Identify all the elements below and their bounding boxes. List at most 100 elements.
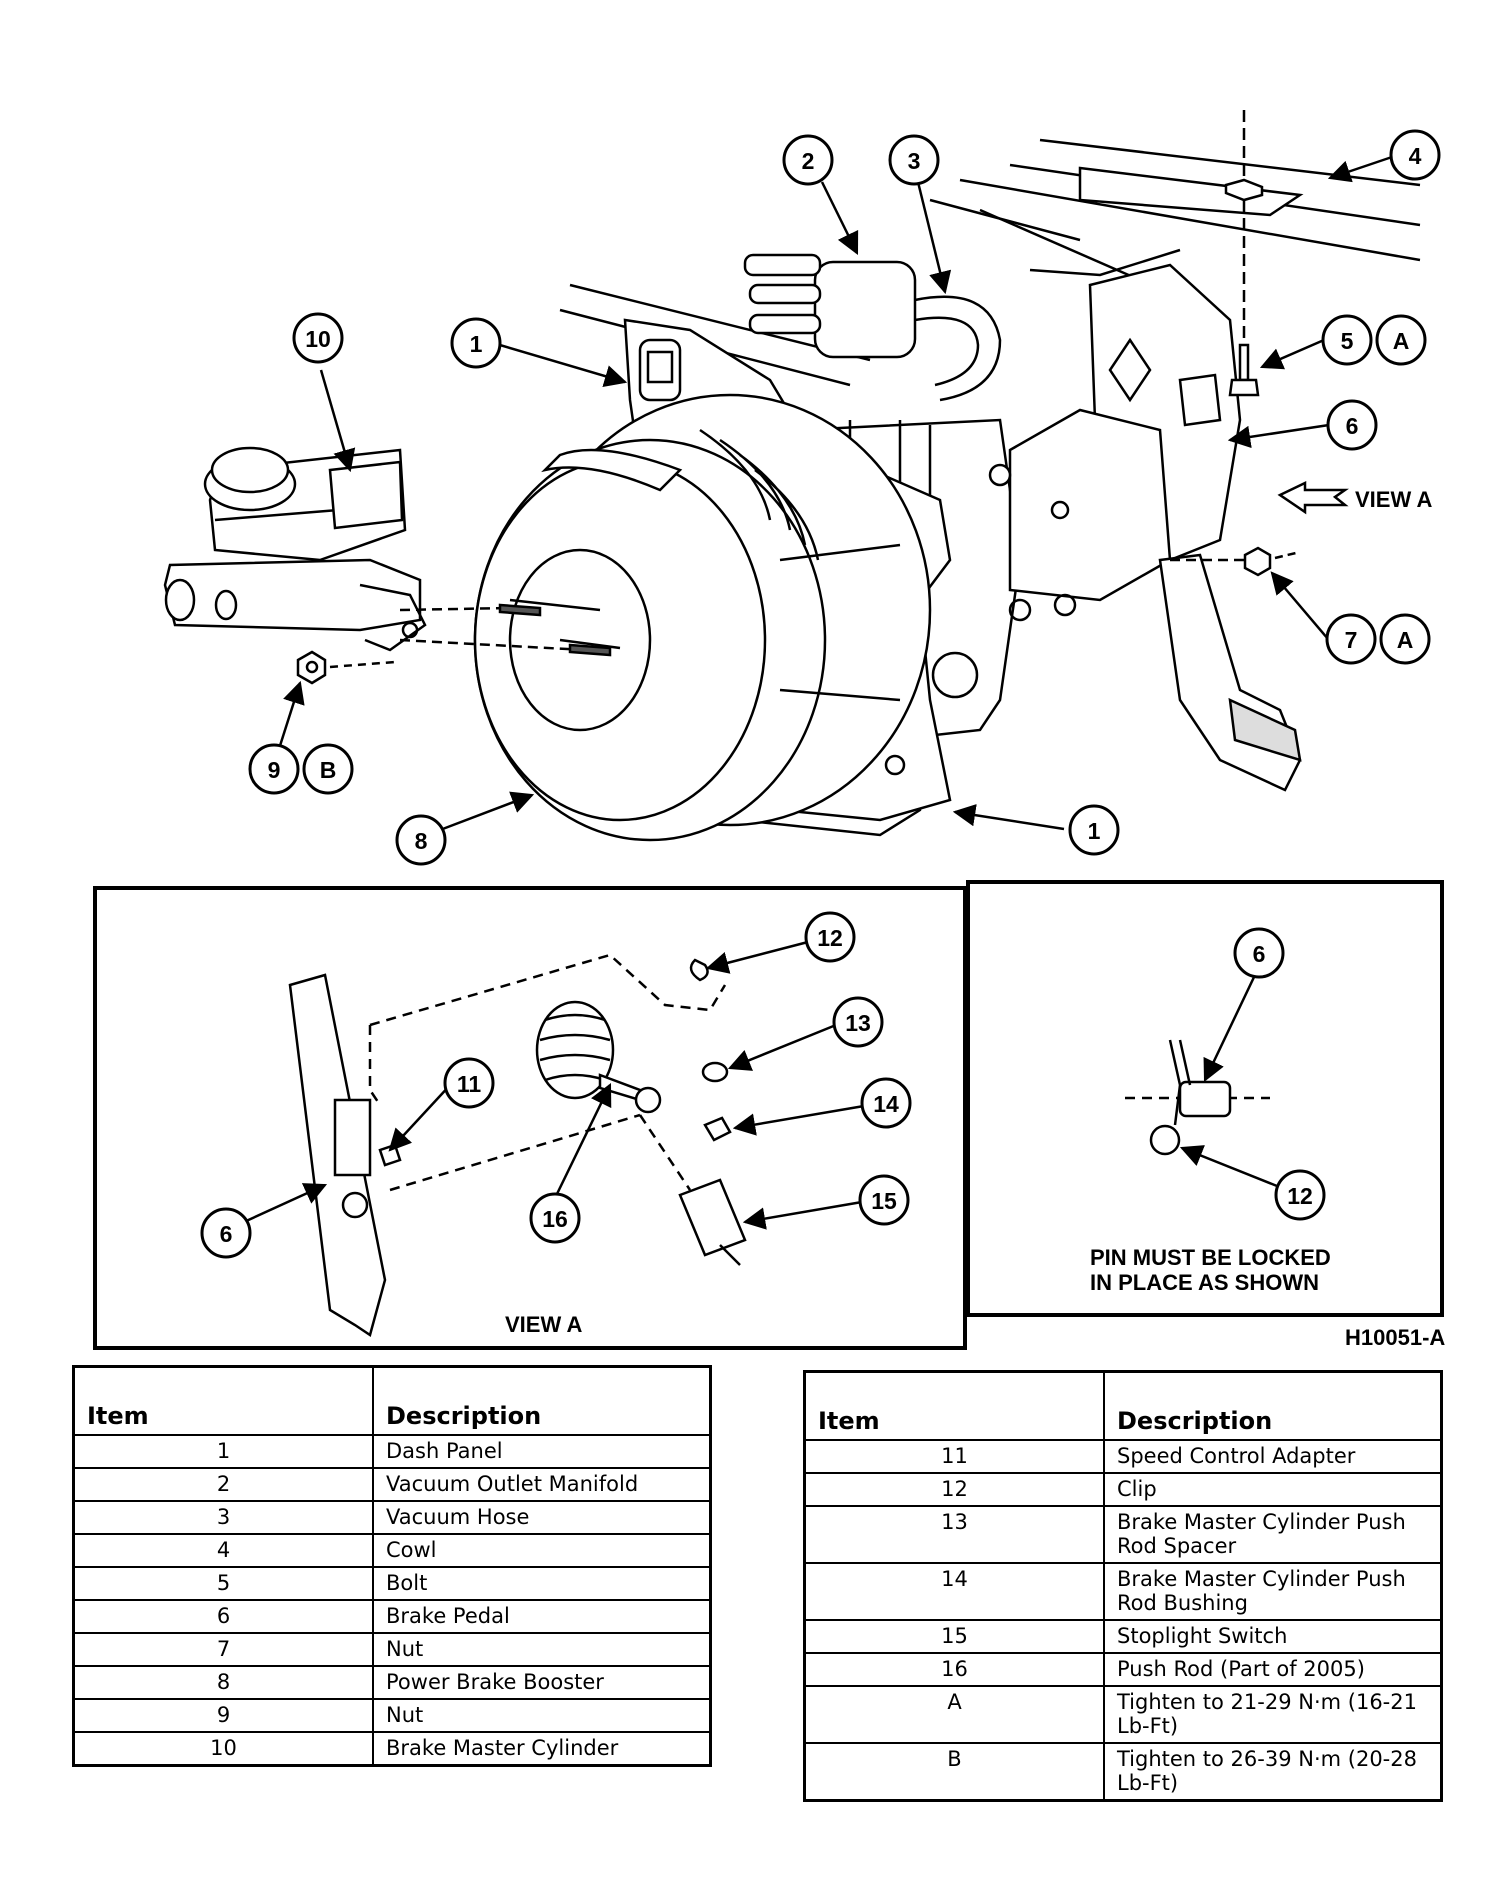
description-cell: Vacuum Outlet Manifold (373, 1467, 711, 1501)
callout-14: 14 (873, 1091, 899, 1117)
callout-6-view-a: 6 (220, 1221, 233, 1247)
item-cell: 15 (804, 1619, 1105, 1653)
item-cell: 13 (804, 1505, 1105, 1563)
view-a-drawing (288, 953, 747, 1338)
callout-16: 16 (542, 1206, 568, 1232)
callout-7-letter: A (1397, 627, 1414, 653)
description-cell: Nut (373, 1632, 711, 1666)
callout-6: 6 (1346, 413, 1359, 439)
brake-pedal-drawing (1158, 553, 1302, 792)
view-a-arrow-label: VIEW A (1355, 487, 1433, 512)
callout-9-letter: B (320, 757, 337, 783)
column-header-description: Description (1117, 1407, 1273, 1435)
view-a-arrow-shape (1277, 481, 1349, 515)
description-cell: Bolt (373, 1566, 711, 1600)
column-header-item: Item (73, 1366, 374, 1435)
pedal-bracket-drawing (988, 248, 1242, 622)
callout-8: 8 (415, 828, 428, 854)
item-cell: 7 (73, 1632, 374, 1666)
callout-5: 5 (1341, 328, 1354, 354)
table-header-row: Item Description (73, 1366, 711, 1435)
pin-note-line-2: IN PLACE AS SHOWN (1090, 1270, 1319, 1295)
column-header-item: Item (804, 1371, 1105, 1440)
item-cell: 9 (73, 1698, 374, 1732)
item-cell: 1 (73, 1434, 374, 1468)
callout-11: 11 (457, 1071, 482, 1097)
callout-6-pin: 6 (1253, 941, 1266, 967)
description-cell: Nut (373, 1698, 711, 1732)
power-brake-booster-drawing (473, 393, 932, 842)
pin-detail-callout-labels: 6 12 (1253, 941, 1313, 1209)
item-cell: 4 (73, 1533, 374, 1567)
callout-2: 2 (802, 148, 815, 174)
item-cell: 14 (804, 1562, 1105, 1620)
main-leader-lines (276, 155, 1393, 832)
callout-15: 15 (871, 1188, 897, 1214)
description-cell: Power Brake Booster (373, 1665, 711, 1699)
callout-9: 9 (268, 757, 281, 783)
description-cell: Brake Master Cylinder (373, 1731, 711, 1766)
view-a-title: VIEW A (505, 1312, 583, 1337)
view-a-callout-labels: 12 13 14 15 11 16 6 (220, 925, 899, 1247)
pin-note-line-1: PIN MUST BE LOCKED (1090, 1245, 1331, 1270)
callout-12-pin: 12 (1287, 1183, 1313, 1209)
description-cell: Dash Panel (373, 1434, 711, 1468)
nut-7-drawing (1170, 546, 1301, 577)
item-cell: A (804, 1685, 1105, 1743)
item-cell: 5 (73, 1566, 374, 1600)
description-cell: Cowl (373, 1533, 711, 1567)
vacuum-manifold-drawing (743, 253, 1002, 402)
item-cell: 6 (73, 1599, 374, 1633)
item-cell: B (804, 1742, 1105, 1801)
item-cell: 12 (804, 1472, 1105, 1506)
bolt-5-drawing (1224, 110, 1264, 397)
description-cell: Brake Master Cylinder Push Rod Spacer (1104, 1505, 1442, 1563)
main-assembly-drawing (163, 110, 1421, 842)
main-callout-circles (248, 129, 1441, 866)
nut-9-drawing (296, 650, 396, 685)
description-cell: Speed Control Adapter (1104, 1439, 1442, 1473)
item-cell: 8 (73, 1665, 374, 1699)
callout-1b: 1 (1088, 818, 1101, 844)
item-cell: 3 (73, 1500, 374, 1534)
item-cell: 16 (804, 1652, 1105, 1686)
pin-detail-panel (966, 880, 1444, 1317)
pin-detail-callout-circles (1233, 927, 1326, 1221)
pin-detail-leader-lines (1179, 974, 1278, 1188)
view-a-leader-lines (243, 940, 865, 1230)
brake-master-cylinder-drawing (163, 446, 612, 657)
item-cell: 10 (73, 1731, 374, 1766)
description-cell: Vacuum Hose (373, 1500, 711, 1534)
description-cell: Stoplight Switch (1104, 1619, 1442, 1653)
main-callout-labels: 1 1 2 3 4 5 A 6 7 A 8 9 B 10 (268, 143, 1422, 854)
description-cell: Clip (1104, 1472, 1442, 1506)
description-cell: Brake Master Cylinder Push Rod Bushing (1104, 1562, 1442, 1620)
item-cell: 11 (804, 1439, 1105, 1473)
view-a-panel (93, 886, 967, 1350)
callout-4: 4 (1409, 143, 1422, 169)
description-cell: Brake Pedal (373, 1599, 711, 1633)
callout-10: 10 (305, 326, 331, 352)
callout-1a: 1 (470, 331, 483, 357)
